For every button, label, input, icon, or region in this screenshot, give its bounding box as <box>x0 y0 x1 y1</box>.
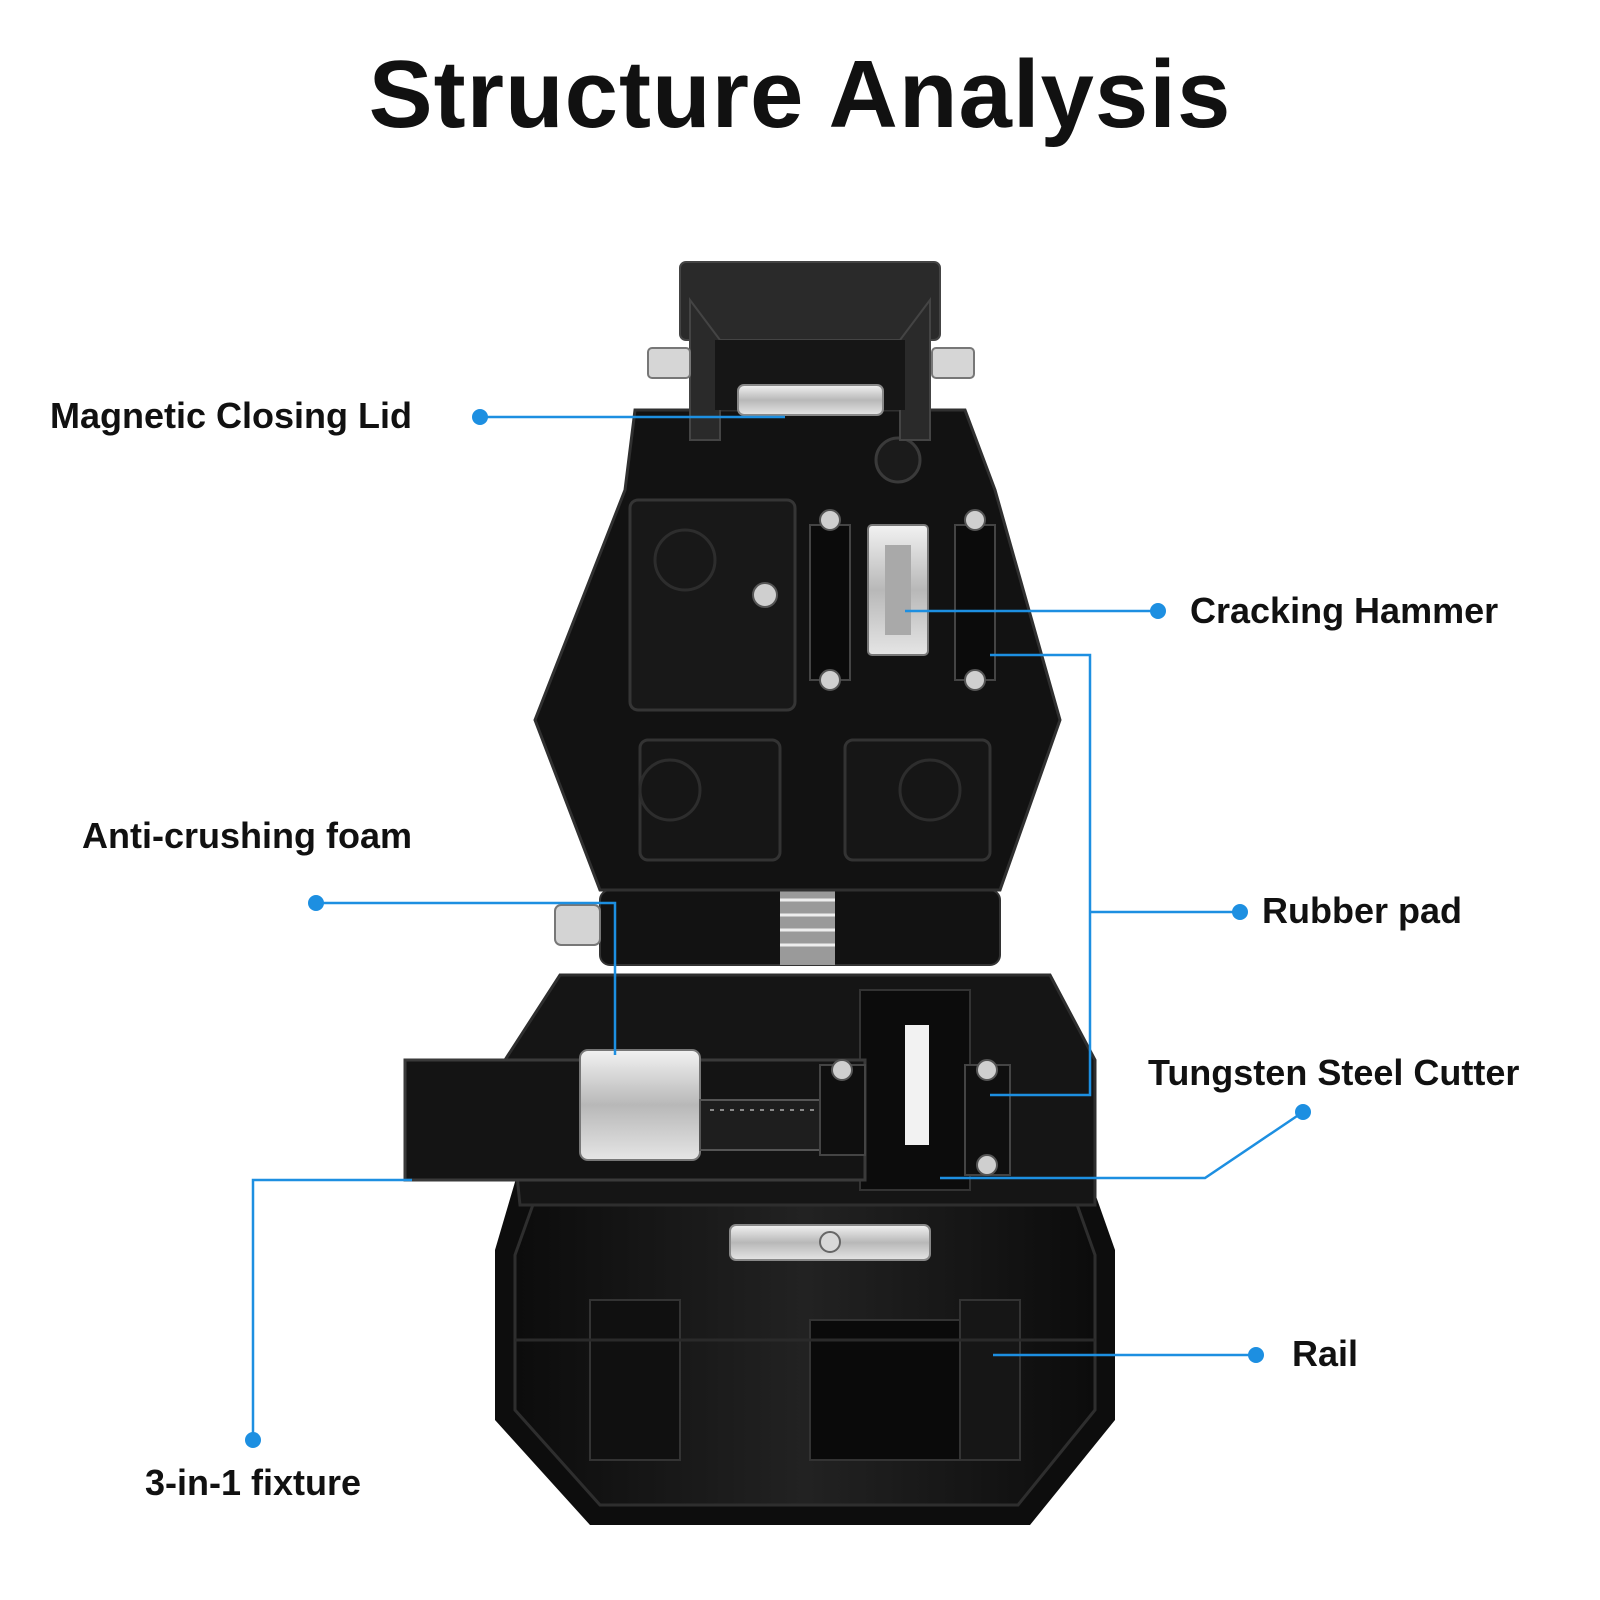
leader-fixture <box>251 1178 412 1440</box>
dot-rubber-pad <box>1232 904 1248 920</box>
magnetic-handle <box>647 261 975 441</box>
fixture-part <box>403 1049 867 1182</box>
lid <box>533 408 1062 892</box>
cutter-blocks <box>819 1059 1011 1176</box>
page-title: Structure Analysis <box>368 41 1232 148</box>
callout-lines <box>251 415 1304 1440</box>
label-magnetic-closing-lid: Magnetic Closing Lid <box>50 395 413 436</box>
leader-tungsten-cutter <box>940 1110 1304 1180</box>
hinge <box>554 889 1001 966</box>
label-tungsten-steel-cutter: Tungsten Steel Cutter <box>1148 1052 1520 1093</box>
dot-rail <box>1248 1347 1264 1363</box>
dot-fixture <box>245 1432 261 1448</box>
dot-anti-crushing-foam <box>308 895 324 911</box>
dot-tungsten-cutter <box>1295 1104 1311 1120</box>
label-rubber-pad: Rubber pad <box>1262 890 1463 931</box>
label-3-in-1-fixture: 3-in-1 fixture <box>145 1462 362 1503</box>
dot-magnetic-lid <box>472 409 488 425</box>
label-rail: Rail <box>1292 1333 1359 1374</box>
leader-rubber-pad <box>990 653 1092 1097</box>
label-anti-crushing-foam: Anti-crushing foam <box>82 815 412 856</box>
callout-dots <box>245 409 1311 1448</box>
cleaver-base <box>495 1165 1115 1525</box>
label-cracking-hammer: Cracking Hammer <box>1190 590 1499 631</box>
leader-anti-crushing-foam <box>316 901 617 1055</box>
dot-cracking-hammer <box>1150 603 1166 619</box>
